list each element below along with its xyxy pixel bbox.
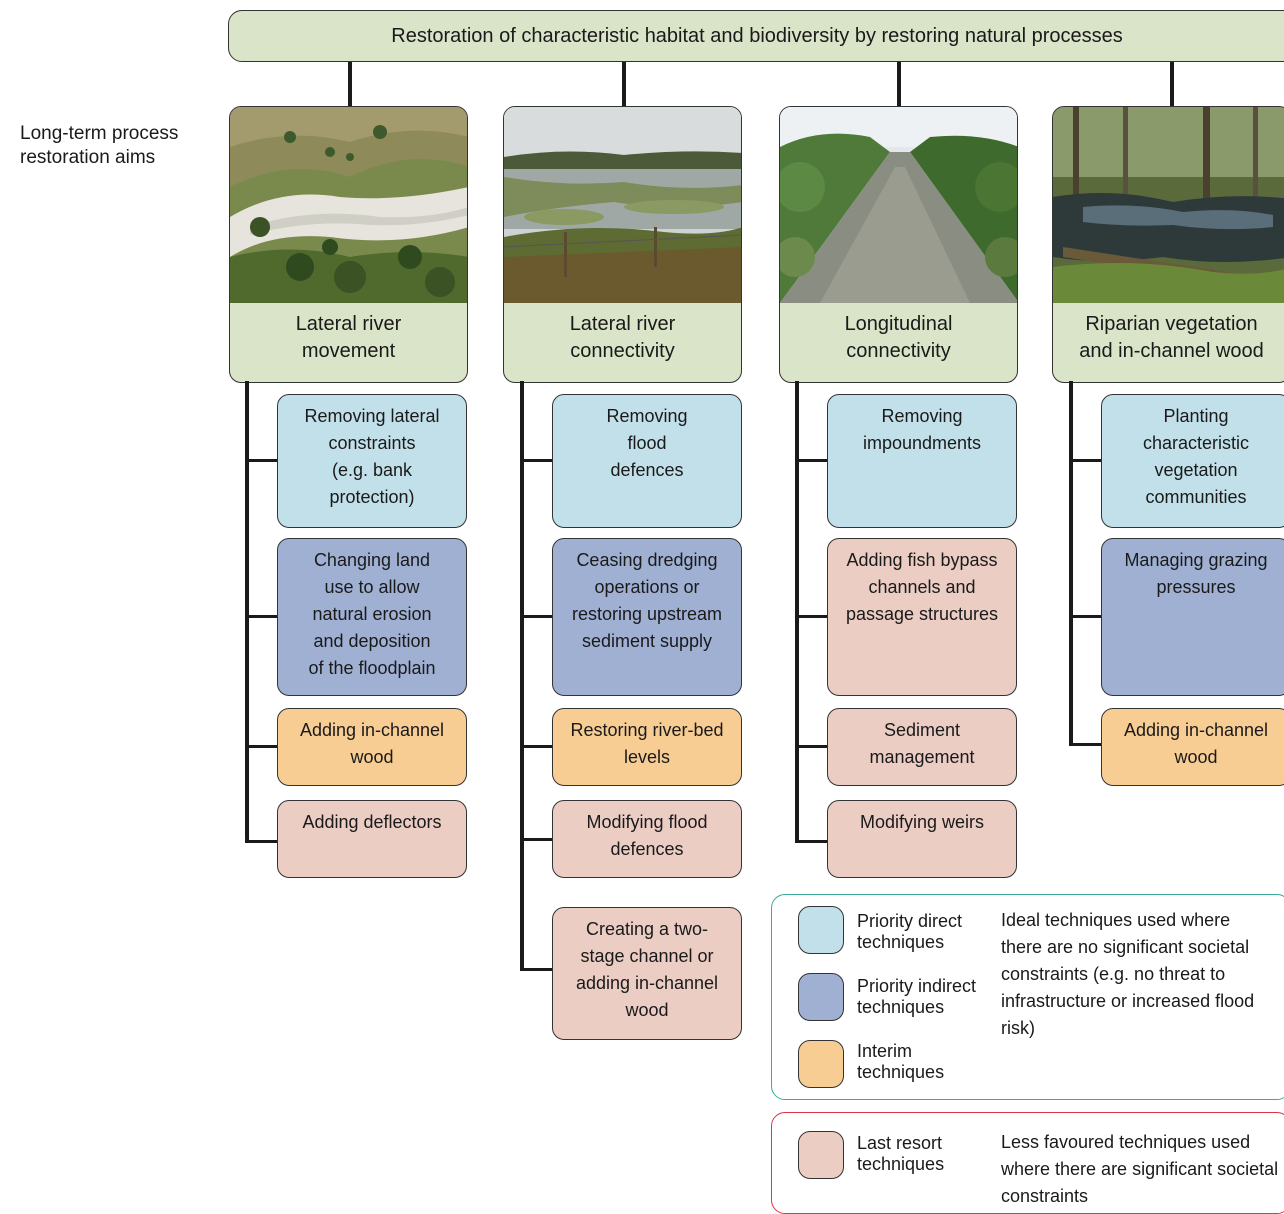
column-3-spine [795, 381, 799, 843]
legend-ideal-techniques: Priority direct techniques Priority indi… [771, 894, 1284, 1100]
technique-box-fish-bypass-channels: Adding fish bypass channels and passage … [827, 538, 1017, 696]
aim-title: Lateral river connectivity [569, 313, 676, 362]
legend-label-last-resort: Last resort techniques [857, 1133, 945, 1174]
aim-title: Lateral river movement [295, 313, 402, 362]
branch [520, 838, 553, 841]
legend-label-interim: Interim techniques [857, 1041, 945, 1082]
branch [795, 615, 828, 618]
technique-box-removing-impoundments: Removing impoundments [827, 394, 1017, 528]
technique-box-adding-deflectors: Adding deflectors [277, 800, 467, 878]
branch [520, 968, 553, 971]
column-4-spine [1069, 381, 1073, 746]
branch [245, 459, 278, 462]
legend-last-resort-techniques: Last resort techniques Less favoured tec… [771, 1112, 1284, 1214]
legend-swatch-indirect [798, 973, 844, 1021]
main-goal-title: Restoration of characteristic habitat an… [391, 24, 1123, 47]
aim-card-longitudinal-connectivity: Longitudinal connectivity [779, 106, 1018, 383]
branch [1069, 459, 1102, 462]
technique-box-sediment-management: Sediment management [827, 708, 1017, 786]
technique-box-adding-in-channel-wood: Adding in-channel wood [1101, 708, 1284, 786]
branch [795, 745, 828, 748]
main-goal-banner: Restoration of characteristic habitat an… [228, 10, 1284, 62]
branch [1069, 615, 1102, 618]
legend-label-indirect: Priority indirect techniques [857, 976, 977, 1017]
legend-swatch-interim [798, 1040, 844, 1088]
banner-connector-4 [1170, 62, 1174, 106]
side-label: Long-term process restoration aims [20, 123, 179, 168]
technique-box-ceasing-dredging: Ceasing dredging operations or restoring… [552, 538, 742, 696]
legend-label-direct: Priority direct techniques [857, 911, 963, 952]
technique-box-adding-in-channel-wood: Adding in-channel wood [277, 708, 467, 786]
branch [520, 459, 553, 462]
branch [245, 840, 278, 843]
legend-swatch-last-resort [798, 1131, 844, 1179]
column-1-spine [245, 381, 249, 843]
woodland-stream-photo [1053, 107, 1284, 303]
branch [245, 615, 278, 618]
flooded-floodplain-photo [504, 107, 741, 303]
technique-box-planting-vegetation: Planting characteristic vegetation commu… [1101, 394, 1284, 528]
banner-connector-3 [897, 62, 901, 106]
river-channel-photo [780, 107, 1017, 303]
column-2-spine [520, 381, 524, 971]
braided-river-valley-photo [230, 107, 467, 303]
aim-card-lateral-movement: Lateral river movement [229, 106, 468, 383]
technique-box-managing-grazing: Managing grazing pressures [1101, 538, 1284, 696]
branch [795, 840, 828, 843]
aim-card-lateral-connectivity: Lateral river connectivity [503, 106, 742, 383]
branch [1069, 743, 1102, 746]
branch [520, 615, 553, 618]
legend-description-last-resort: Less favoured techniques used where ther… [1001, 1132, 1279, 1206]
aim-title: Riparian vegetation and in-channel wood [1079, 313, 1264, 362]
technique-box-modifying-flood-defences: Modifying flood defences [552, 800, 742, 878]
branch [795, 459, 828, 462]
technique-box-two-stage-channel: Creating a two- stage channel or adding … [552, 907, 742, 1040]
aim-card-riparian-vegetation: Riparian vegetation and in-channel wood [1052, 106, 1284, 383]
branch [245, 745, 278, 748]
technique-box-restoring-river-bed-levels: Restoring river-bed levels [552, 708, 742, 786]
technique-box-changing-land-use: Changing land use to allow natural erosi… [277, 538, 467, 696]
technique-box-removing-flood-defences: Removing flood defences [552, 394, 742, 528]
branch [520, 745, 553, 748]
technique-box-modifying-weirs: Modifying weirs [827, 800, 1017, 878]
banner-connector-1 [348, 62, 352, 106]
legend-description-ideal: Ideal techniques used where there are no… [1001, 910, 1255, 1038]
banner-connector-2 [622, 62, 626, 106]
legend-swatch-direct [798, 906, 844, 954]
aim-title: Longitudinal connectivity [844, 313, 953, 362]
technique-box-removing-lateral-constraints: Removing lateral constraints (e.g. bank … [277, 394, 467, 528]
